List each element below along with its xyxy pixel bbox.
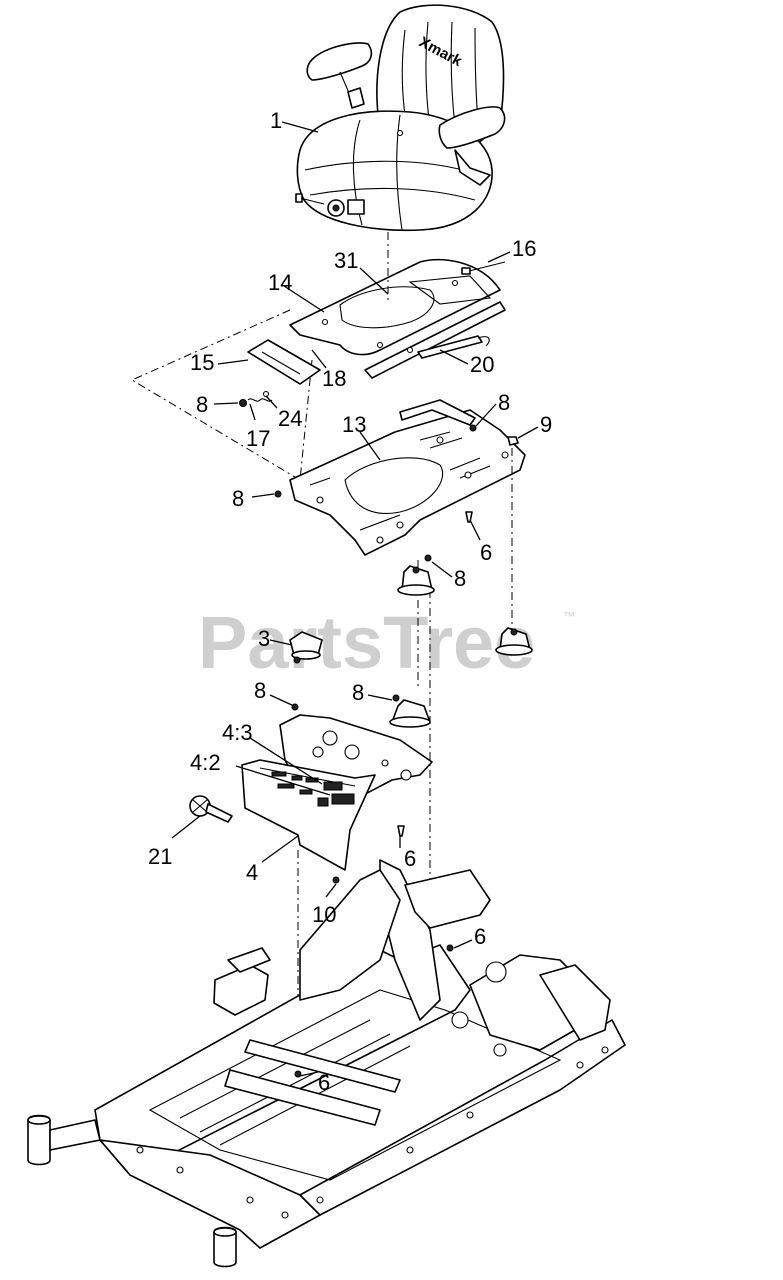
callout-24[interactable]: 24	[278, 406, 302, 431]
chassis-frame[interactable]	[27, 859, 626, 1268]
suspension-frame[interactable]	[289, 399, 526, 556]
chassis-fasteners[interactable]	[294, 944, 454, 1078]
small-fasteners[interactable]	[332, 825, 405, 884]
callout-6-frame[interactable]: 6	[480, 540, 492, 565]
isolator-mount-upper[interactable]	[397, 565, 435, 596]
seat-latch[interactable]	[247, 339, 321, 385]
isolator-mount-lower[interactable]	[291, 694, 431, 728]
hardware-bolts[interactable]	[274, 424, 519, 562]
seat-mounting-plate[interactable]	[289, 258, 506, 379]
watermark-trademark: ™	[563, 609, 575, 623]
callout-6-bracket[interactable]: 6	[404, 846, 416, 871]
console-panel[interactable]	[241, 759, 376, 871]
seat-part[interactable]: Xmark	[295, 4, 506, 232]
isolator-mount-right[interactable]	[495, 627, 533, 656]
latch-spring[interactable]	[239, 390, 273, 407]
isolator-mount-3[interactable]	[289, 631, 323, 664]
callout-3[interactable]: 3	[258, 626, 270, 651]
callout-8-frame-top[interactable]: 8	[498, 390, 510, 415]
callout-31[interactable]: 31	[334, 248, 358, 273]
callout-18[interactable]: 18	[322, 366, 346, 391]
callout-9[interactable]: 9	[540, 412, 552, 437]
callout-10[interactable]: 10	[312, 902, 336, 927]
callout-17[interactable]: 17	[246, 426, 270, 451]
callout-15[interactable]: 15	[190, 350, 214, 375]
callout-14[interactable]: 14	[268, 270, 292, 295]
callout-21[interactable]: 21	[148, 844, 172, 869]
callout-8-latch[interactable]: 8	[196, 392, 208, 417]
callout-8-bracket-right[interactable]: 8	[352, 680, 364, 705]
callout-16[interactable]: 16	[512, 236, 536, 261]
callout-labels: 1 16 31 14 15 18 20 8 24 17 8 9 13 8 6 8…	[148, 108, 552, 1095]
watermark: PartsTree	[198, 601, 535, 684]
callout-4[interactable]: 4	[246, 860, 258, 885]
callout-8-bracket-left[interactable]: 8	[254, 678, 266, 703]
callout-6-chassis-bottom[interactable]: 6	[318, 1070, 330, 1095]
callout-4-3[interactable]: 4:3	[222, 720, 253, 745]
callout-8-frame-left[interactable]: 8	[232, 486, 244, 511]
adjuster-rod[interactable]	[417, 335, 490, 359]
callout-8-isolator[interactable]: 8	[454, 566, 466, 591]
callout-4-2[interactable]: 4:2	[190, 750, 221, 775]
callout-1[interactable]: 1	[270, 108, 282, 133]
callout-13[interactable]: 13	[342, 412, 366, 437]
callout-20[interactable]: 20	[470, 352, 494, 377]
leader-lines	[171, 121, 539, 1077]
callout-6-chassis-top[interactable]: 6	[474, 924, 486, 949]
